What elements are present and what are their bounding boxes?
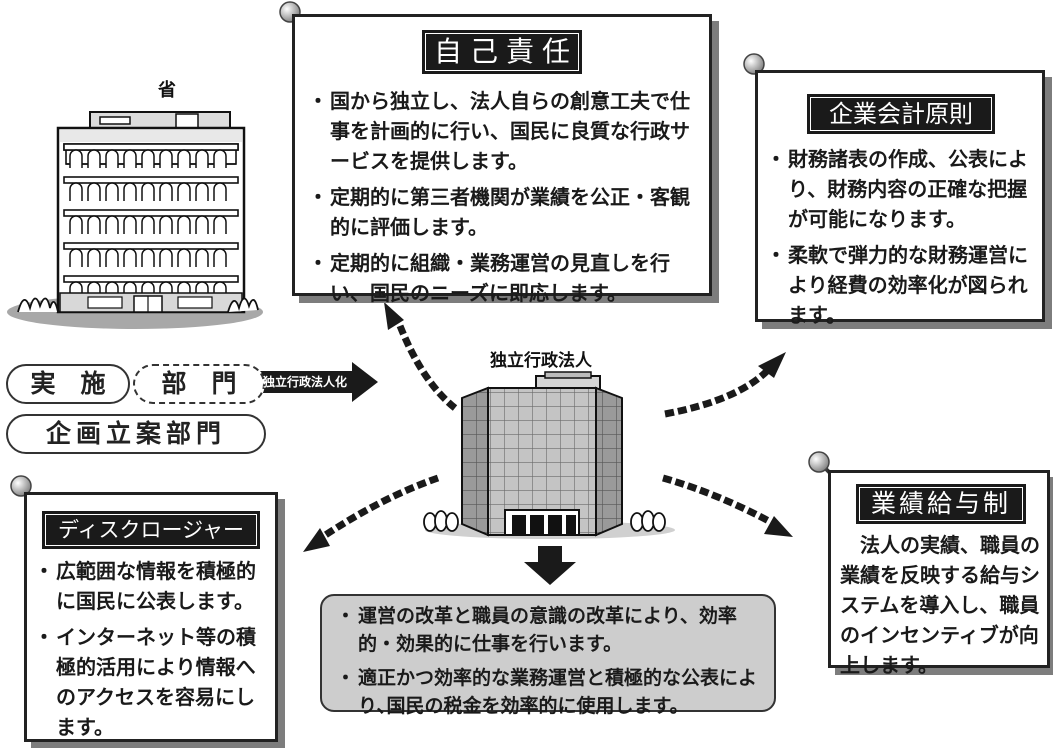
merit-pay-text: 法人の実績、職員の業績を反映する給与システムを導入し、職員のインセンティブが向上…	[840, 533, 1040, 677]
conversion-arrow-label: 独立行政法人化	[262, 375, 347, 389]
self-responsibility-title: 自己責任	[422, 30, 582, 74]
reform-list: 運営の改革と職員の意識の改革により、効率的・効果的に仕事を行います。 適正かつ効…	[336, 602, 768, 726]
accounting-title: 企業会計原則	[807, 94, 995, 134]
list-item: 柔軟で弾力的な財務運営により経費の効率化が図られます。	[766, 240, 1036, 330]
dept-dashed-pill: 部 門	[133, 364, 265, 404]
arrow-to-self-responsibility	[393, 316, 458, 411]
self-responsibility-title-text: 自己責任	[433, 35, 578, 68]
agency-building-icon	[423, 371, 675, 539]
merit-pay-title-text: 業績給与制	[870, 489, 1011, 518]
arrow-down	[524, 546, 576, 585]
conversion-arrow	[255, 362, 378, 402]
planning-dept-pill: 企画立案部門	[6, 414, 266, 454]
disclosure-title-text: ディスクロージャー	[57, 518, 245, 542]
arrow-to-merit-pay	[662, 474, 780, 530]
list-item: インターネット等の積極的活用により情報へのアクセスを容易にします。	[34, 622, 268, 742]
list-item: 国から独立し、法人自らの創意工夫で仕事を計画的に行い、国民に良質な行政サービスを…	[308, 86, 695, 176]
list-item: 適正かつ効率的な業務運営と積極的な公表により､国民の税金を効率的に使用します。	[336, 664, 768, 720]
arrow-to-accounting	[664, 365, 773, 418]
disclosure-list: 広範囲な情報を積極的に国民に公表します。 インターネット等の積極的活用により情報…	[34, 556, 268, 748]
list-item: 定期的に組織・業務運営の見直しを行い、国民のニーズに即応します。	[308, 248, 695, 308]
implementation-dept-label: 実 施	[30, 369, 106, 398]
arrow-to-disclosure	[316, 474, 440, 543]
list-item: 財務諸表の作成、公表により、財務内容の正確な把握が可能になります。	[766, 144, 1036, 234]
accounting-title-text: 企業会計原則	[829, 100, 973, 128]
list-item: 広範囲な情報を積極的に国民に公表します。	[34, 556, 268, 616]
ministry-label: 省	[158, 80, 176, 101]
dept-label: 部 門	[161, 369, 237, 398]
self-responsibility-list: 国から独立し、法人自らの創意工夫で仕事を計画的に行い、国民に良質な行政サービスを…	[308, 86, 695, 314]
planning-dept-label: 企画立案部門	[45, 419, 226, 448]
list-item: 運営の改革と職員の意識の改革により、効率的・効果的に仕事を行います。	[336, 602, 768, 658]
implementation-dept-pill: 実 施	[6, 364, 130, 404]
merit-pay-title: 業績給与制	[856, 484, 1026, 524]
agency-label: 独立行政法人	[490, 351, 592, 371]
disclosure-title: ディスクロージャー	[42, 511, 260, 549]
accounting-list: 財務諸表の作成、公表により、財務内容の正確な把握が可能になります。 柔軟で弾力的…	[766, 144, 1036, 336]
diagram-graphics	[7, 1, 843, 585]
ministry-building-icon	[7, 111, 263, 329]
list-item: 定期的に第三者機関が業績を公正・客観的に評価します。	[308, 182, 695, 242]
